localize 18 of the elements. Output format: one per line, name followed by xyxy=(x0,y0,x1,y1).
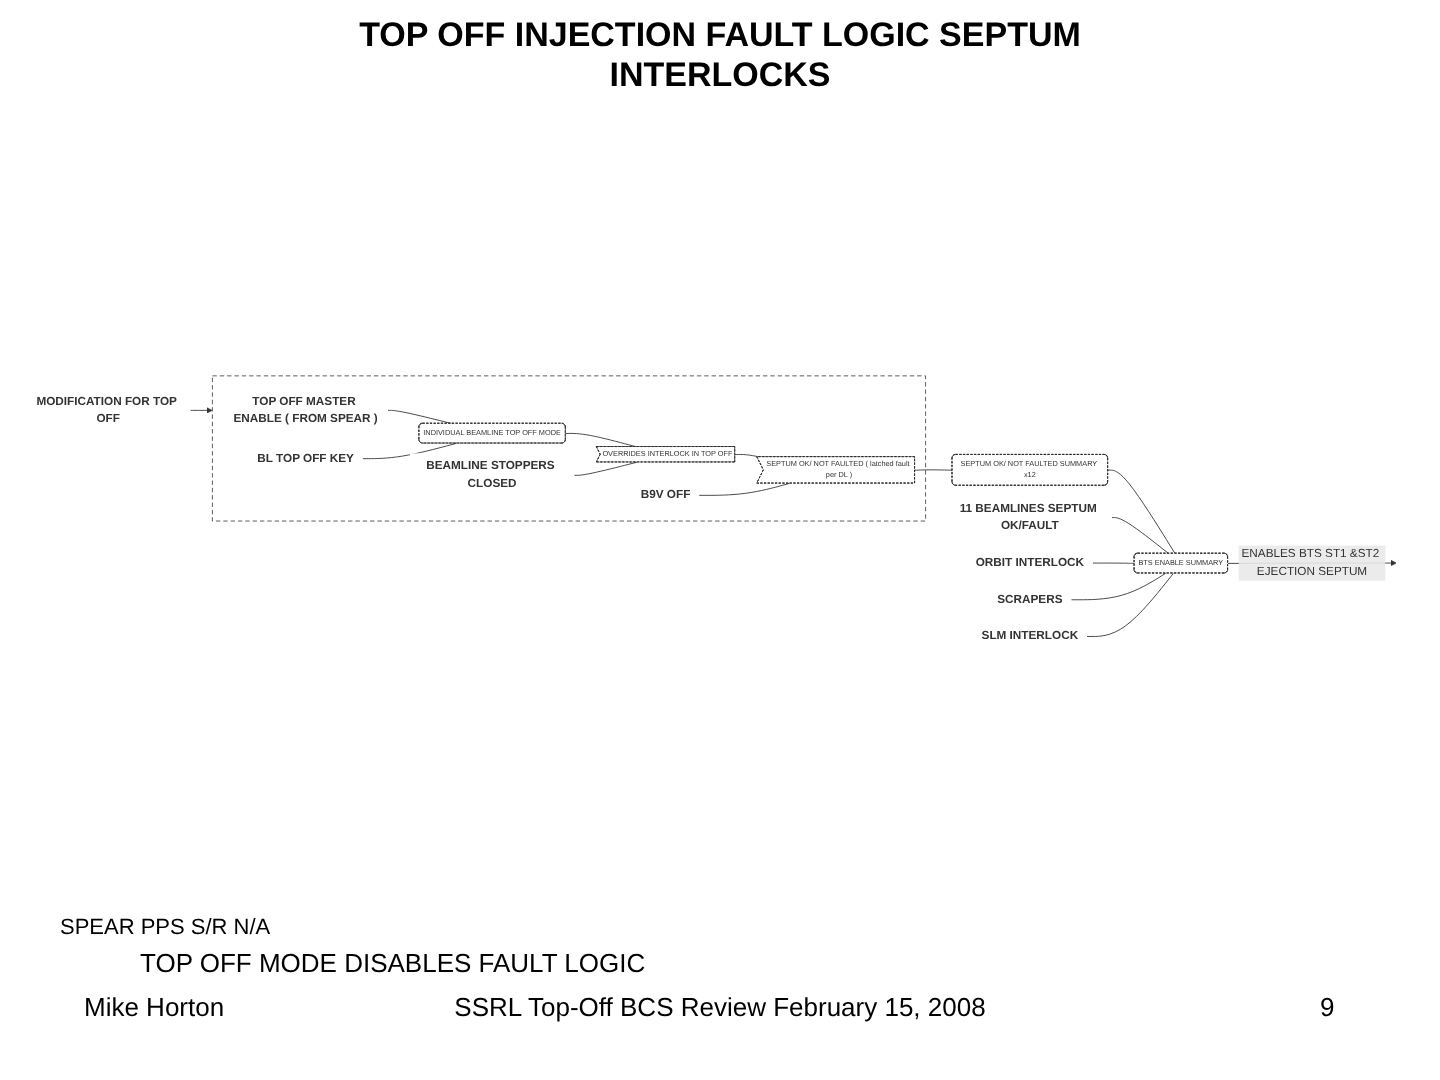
footer-text: SSRL Top-Off BCS Review February 15, 2008 xyxy=(452,992,988,1022)
connector xyxy=(1111,516,1170,554)
author-name: Mike Horton xyxy=(84,992,225,1022)
connector xyxy=(1086,572,1174,637)
title: TOP OFF INJECTION FAULT LOGIC SEPTUM INTERLOCKS xyxy=(357,16,1083,96)
bullet-note: TOP OFF MODE DISABLES FAULT LOGIC xyxy=(140,948,646,978)
connector xyxy=(914,468,953,470)
note-text: SPEAR PPS S/R N/A xyxy=(60,916,271,940)
connector xyxy=(573,461,638,475)
page-number: 9 xyxy=(1320,992,1335,1022)
connector xyxy=(565,432,638,447)
connector xyxy=(1092,561,1135,564)
connector xyxy=(362,442,457,459)
connector xyxy=(1070,572,1167,600)
connector xyxy=(1107,468,1176,554)
cluster xyxy=(212,374,926,521)
connector xyxy=(698,482,790,495)
connector xyxy=(734,453,761,457)
